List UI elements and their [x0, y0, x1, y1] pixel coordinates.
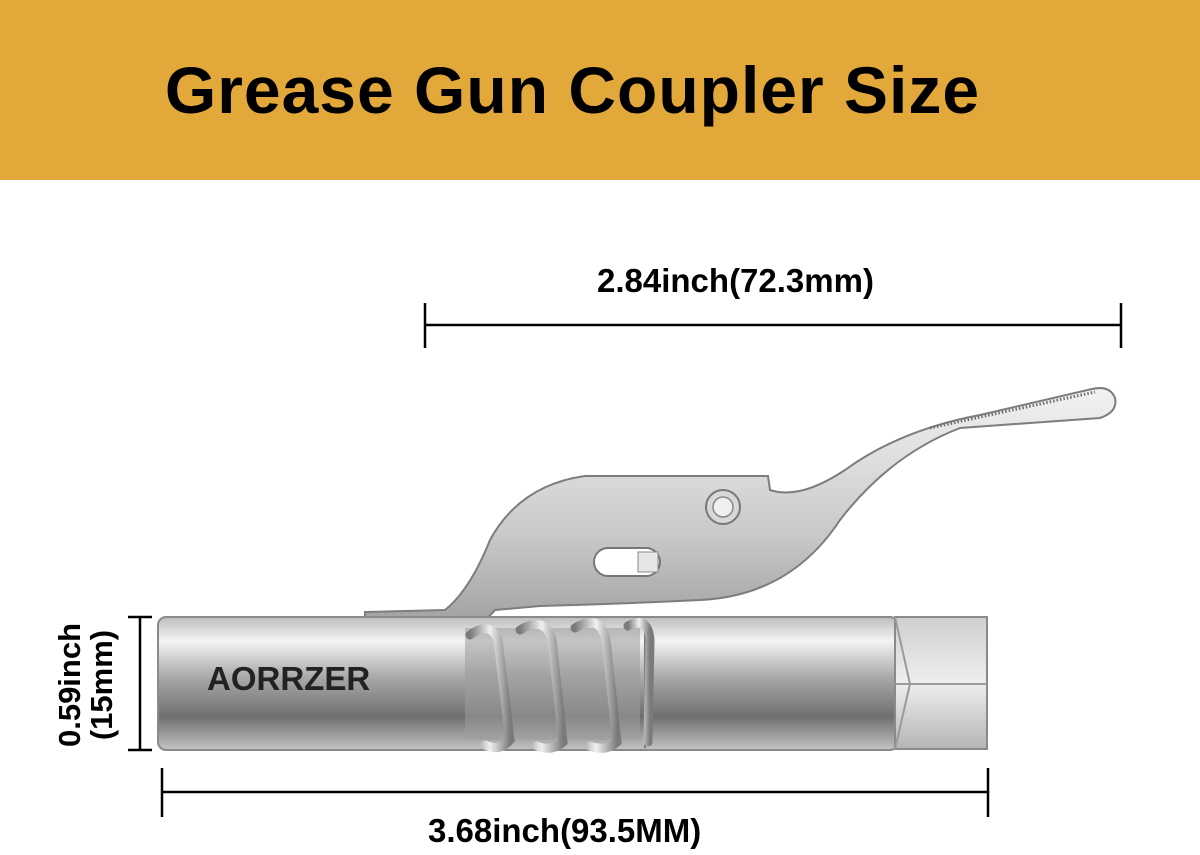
- diameter-mm-label: (15mm): [84, 629, 119, 741]
- lever-length-label: 2.84inch(72.3mm): [597, 262, 874, 299]
- brand-label: AORRZER: [207, 660, 370, 697]
- page-title: Grease Gun Coupler Size: [164, 53, 981, 127]
- diameter-inch-label: 0.59inch: [52, 622, 87, 748]
- diameter-dimension-line: [128, 615, 152, 752]
- length-dimension-line: [160, 768, 990, 817]
- lever-dimension-line: [423, 303, 1123, 348]
- spring: [465, 618, 655, 753]
- hex-nut: [894, 616, 988, 750]
- total-length-label: 3.68inch(93.5MM): [428, 812, 702, 849]
- coupler-diagram: AORRZER: [128, 303, 1123, 817]
- title-banner: [0, 0, 1200, 180]
